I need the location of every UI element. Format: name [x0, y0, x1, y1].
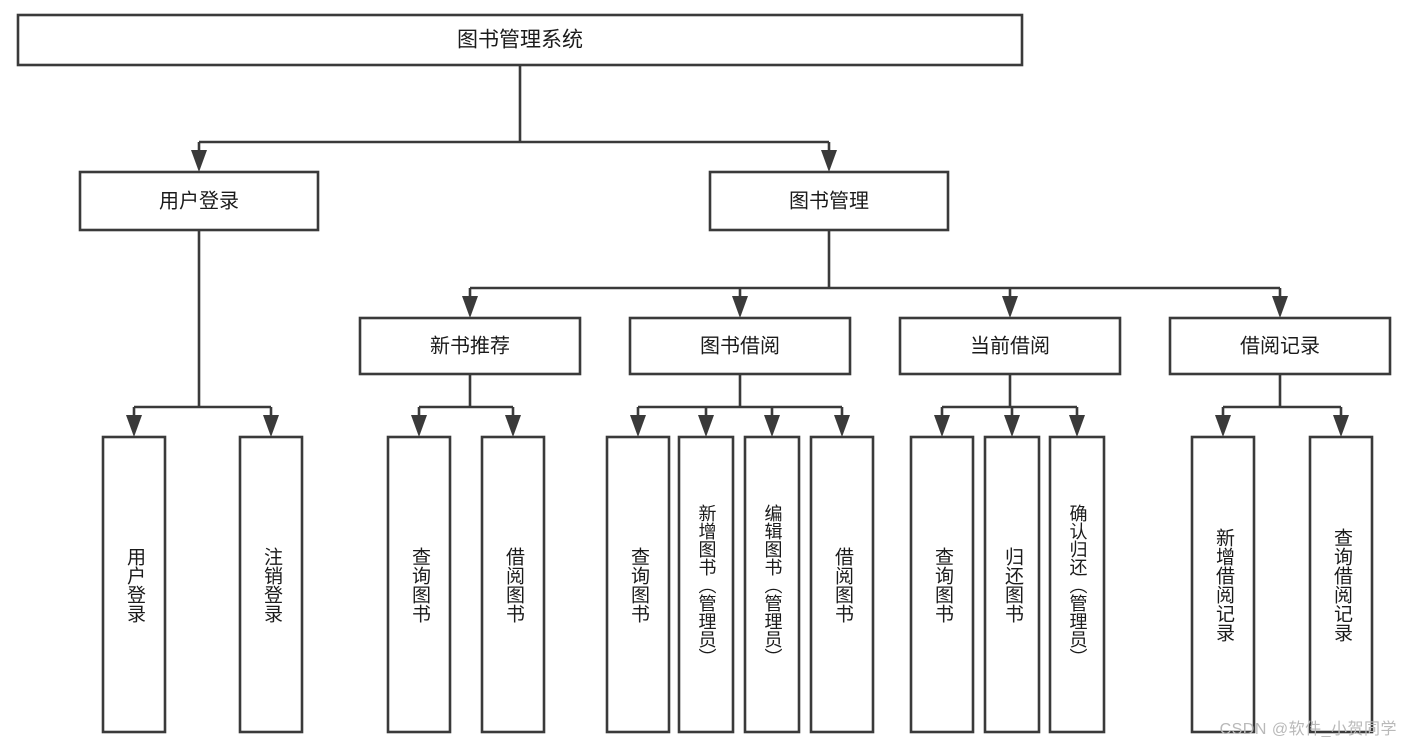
leaf-box-leaf-edit-book[interactable]: [743, 435, 801, 734]
level2-node-box-borrow-record[interactable]: [1168, 316, 1392, 376]
arrow-head-icon-leaf-add-record: [1215, 415, 1231, 437]
leaf-box-leaf-query-book-3[interactable]: [909, 435, 975, 734]
root-node-label-root: 图书管理系统: [457, 29, 583, 52]
arrow-head-icon-leaf-borrow-book-2: [834, 415, 850, 437]
level2-node-label-borrow-record: 借阅记录: [1240, 334, 1320, 357]
arrow-head-icon-new-book-recommend: [462, 296, 478, 318]
csdn-watermark: CSDN @软件_小贺同学: [1219, 721, 1397, 738]
arrow-head-icon-leaf-query-book-2: [630, 415, 646, 437]
level2-node-box-new-book-recommend[interactable]: [358, 316, 582, 376]
arrow-head-icon-leaf-user-login: [126, 415, 142, 437]
level2-node-label-current-borrow: 当前借阅: [970, 334, 1050, 357]
leaf-box-leaf-user-logout[interactable]: [238, 435, 304, 734]
level1-node-label-user-login: 用户登录: [159, 189, 239, 212]
level2-node-label-new-book-recommend: 新书推荐: [430, 334, 510, 357]
arrow-head-icon-leaf-confirm-return: [1069, 415, 1085, 437]
arrow-head-icon-leaf-query-book-1: [411, 415, 427, 437]
leaf-box-leaf-borrow-book-1[interactable]: [480, 435, 546, 734]
leaf-box-leaf-borrow-book-2[interactable]: [809, 435, 875, 734]
level1-node-label-book-manage: 图书管理: [789, 189, 869, 212]
leaf-box-leaf-query-record[interactable]: [1308, 435, 1374, 734]
arrow-head-icon-leaf-borrow-book-1: [505, 415, 521, 437]
level2-node-box-book-borrow[interactable]: [628, 316, 852, 376]
level1-node-box-user-login[interactable]: [78, 170, 320, 232]
arrow-head-icon-leaf-user-logout: [263, 415, 279, 437]
leaf-box-leaf-add-book[interactable]: [677, 435, 735, 734]
arrow-head-icon-book-manage: [821, 150, 837, 172]
level2-node-label-book-borrow: 图书借阅: [700, 334, 780, 357]
arrow-head-icon-leaf-query-book-3: [934, 415, 950, 437]
leaf-box-leaf-return-book[interactable]: [983, 435, 1041, 734]
leaf-box-leaf-user-login[interactable]: [101, 435, 167, 734]
arrow-head-icon-leaf-add-book: [698, 415, 714, 437]
arrow-head-icon-leaf-return-book: [1004, 415, 1020, 437]
arrow-head-icon-borrow-record: [1272, 296, 1288, 318]
arrow-head-icon-leaf-edit-book: [764, 415, 780, 437]
arrow-head-icon-current-borrow: [1002, 296, 1018, 318]
arrow-head-icon-book-borrow: [732, 296, 748, 318]
root-node-box-root[interactable]: [16, 13, 1024, 67]
edges-layer: [126, 65, 1349, 437]
leaf-box-leaf-query-book-2[interactable]: [605, 435, 671, 734]
arrow-head-icon-user-login: [191, 150, 207, 172]
leaf-box-leaf-query-book-1[interactable]: [386, 435, 452, 734]
level2-node-box-current-borrow[interactable]: [898, 316, 1122, 376]
leaf-box-leaf-add-record[interactable]: [1190, 435, 1256, 734]
leaf-box-leaf-confirm-return[interactable]: [1048, 435, 1106, 734]
level1-node-box-book-manage[interactable]: [708, 170, 950, 232]
arrow-head-icon-leaf-query-record: [1333, 415, 1349, 437]
